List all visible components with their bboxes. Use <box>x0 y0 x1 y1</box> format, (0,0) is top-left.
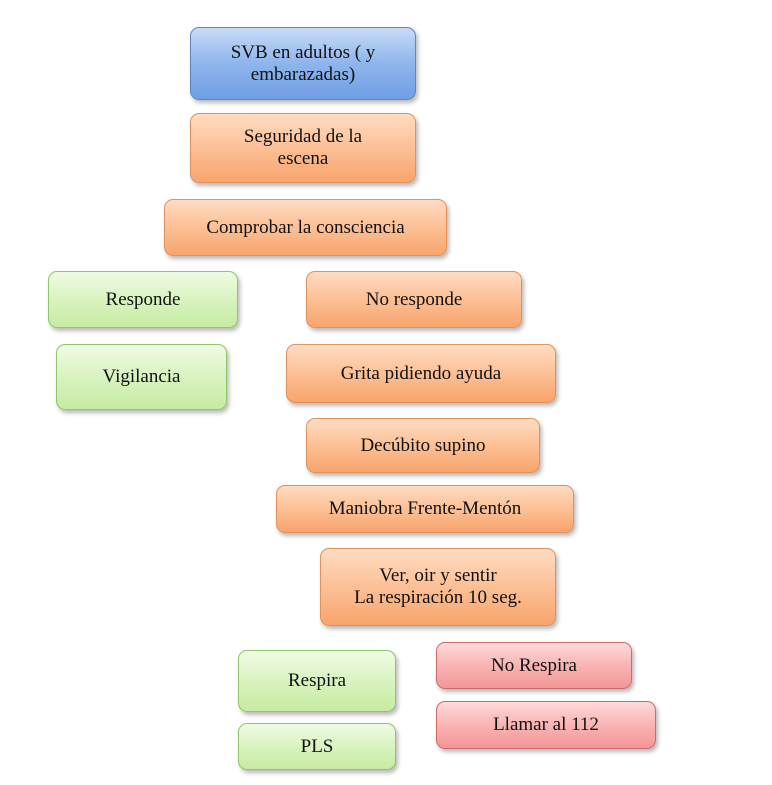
node-breathes-label: Respira <box>287 670 347 691</box>
node-head-tilt-label: Maniobra Frente-Mentón <box>328 498 522 519</box>
node-look-listen-feel-label: Ver, oir y sentir La respiración 10 seg. <box>354 565 522 608</box>
node-responds-label: Responde <box>105 288 181 310</box>
node-svb-adults-label: SVB en adultos ( y embarazadas) <box>230 41 376 85</box>
node-surveillance: Vigilancia <box>56 344 227 410</box>
node-head-tilt: Maniobra Frente-Mentón <box>276 485 574 533</box>
node-pls-label: PLS <box>300 735 334 757</box>
node-check-consciousness-label: Comprobar la consciencia <box>206 216 405 238</box>
node-svb-adults: SVB en adultos ( y embarazadas) <box>190 27 416 100</box>
node-call-112: Llamar al 112 <box>436 701 656 749</box>
node-scene-safety-label: Seguridad de la escena <box>243 126 363 169</box>
node-no-response: No responde <box>306 271 522 328</box>
node-call-112-label: Llamar al 112 <box>493 714 599 735</box>
node-no-breathing: No Respira <box>436 642 632 689</box>
node-shout-help: Grita pidiendo ayuda <box>286 344 556 403</box>
node-pls: PLS <box>238 723 396 770</box>
node-supine: Decúbito supino <box>306 418 540 473</box>
node-scene-safety: Seguridad de la escena <box>190 113 416 183</box>
node-check-consciousness: Comprobar la consciencia <box>164 199 447 256</box>
node-surveillance-label: Vigilancia <box>102 366 181 387</box>
node-breathes: Respira <box>238 650 396 712</box>
node-responds: Responde <box>48 271 238 328</box>
node-look-listen-feel: Ver, oir y sentir La respiración 10 seg. <box>320 548 556 626</box>
node-no-response-label: No responde <box>365 288 463 310</box>
node-supine-label: Decúbito supino <box>360 434 486 456</box>
node-shout-help-label: Grita pidiendo ayuda <box>340 362 502 384</box>
node-no-breathing-label: No Respira <box>490 654 577 676</box>
